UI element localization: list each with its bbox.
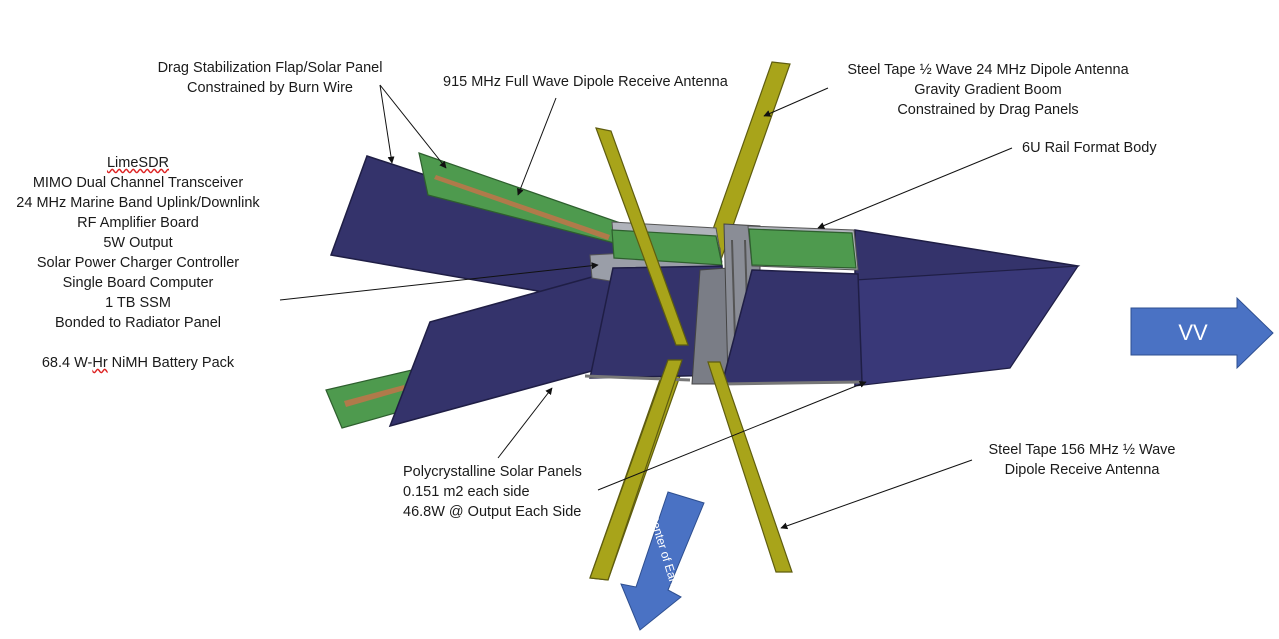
rail-body-label: 6U Rail Format Body: [1022, 140, 1157, 156]
receive-antenna-156mhz: [595, 127, 793, 573]
velocity-label: VV: [1178, 320, 1208, 345]
center-of-earth-arrow: [620, 491, 705, 631]
rail-format-body: [584, 221, 863, 386]
lower-boom-segment: [589, 359, 683, 581]
leader-lines: [279, 84, 1013, 530]
solar-panels-label: Polycrystalline Solar Panels 0.151 m2 ea…: [403, 464, 582, 520]
lower-left-solar-panel: [388, 271, 611, 428]
right-lower-solar-panel: [854, 265, 1080, 387]
limesdr-title: LimeSDR: [106, 155, 170, 171]
battery-line: 68.4 W-Hr NiMH Battery Pack: [41, 355, 235, 371]
drag-flap-label: Drag Stabilization Flap/Solar Panel Cons…: [157, 60, 383, 96]
velocity-arrow: [1130, 296, 1274, 370]
steel-tape-24-label: Steel Tape ½ Wave 24 MHz Dipole Antenna …: [847, 62, 1129, 118]
avionics-label: LimeSDR MIMO Dual Channel Transceiver 24…: [0, 153, 276, 373]
receive-915-label: 915 MHz Full Wave Dipole Receive Antenna: [443, 74, 728, 90]
steel-tape-156-label: Steel Tape 156 MHz ½ Wave Dipole Receive…: [988, 442, 1176, 478]
